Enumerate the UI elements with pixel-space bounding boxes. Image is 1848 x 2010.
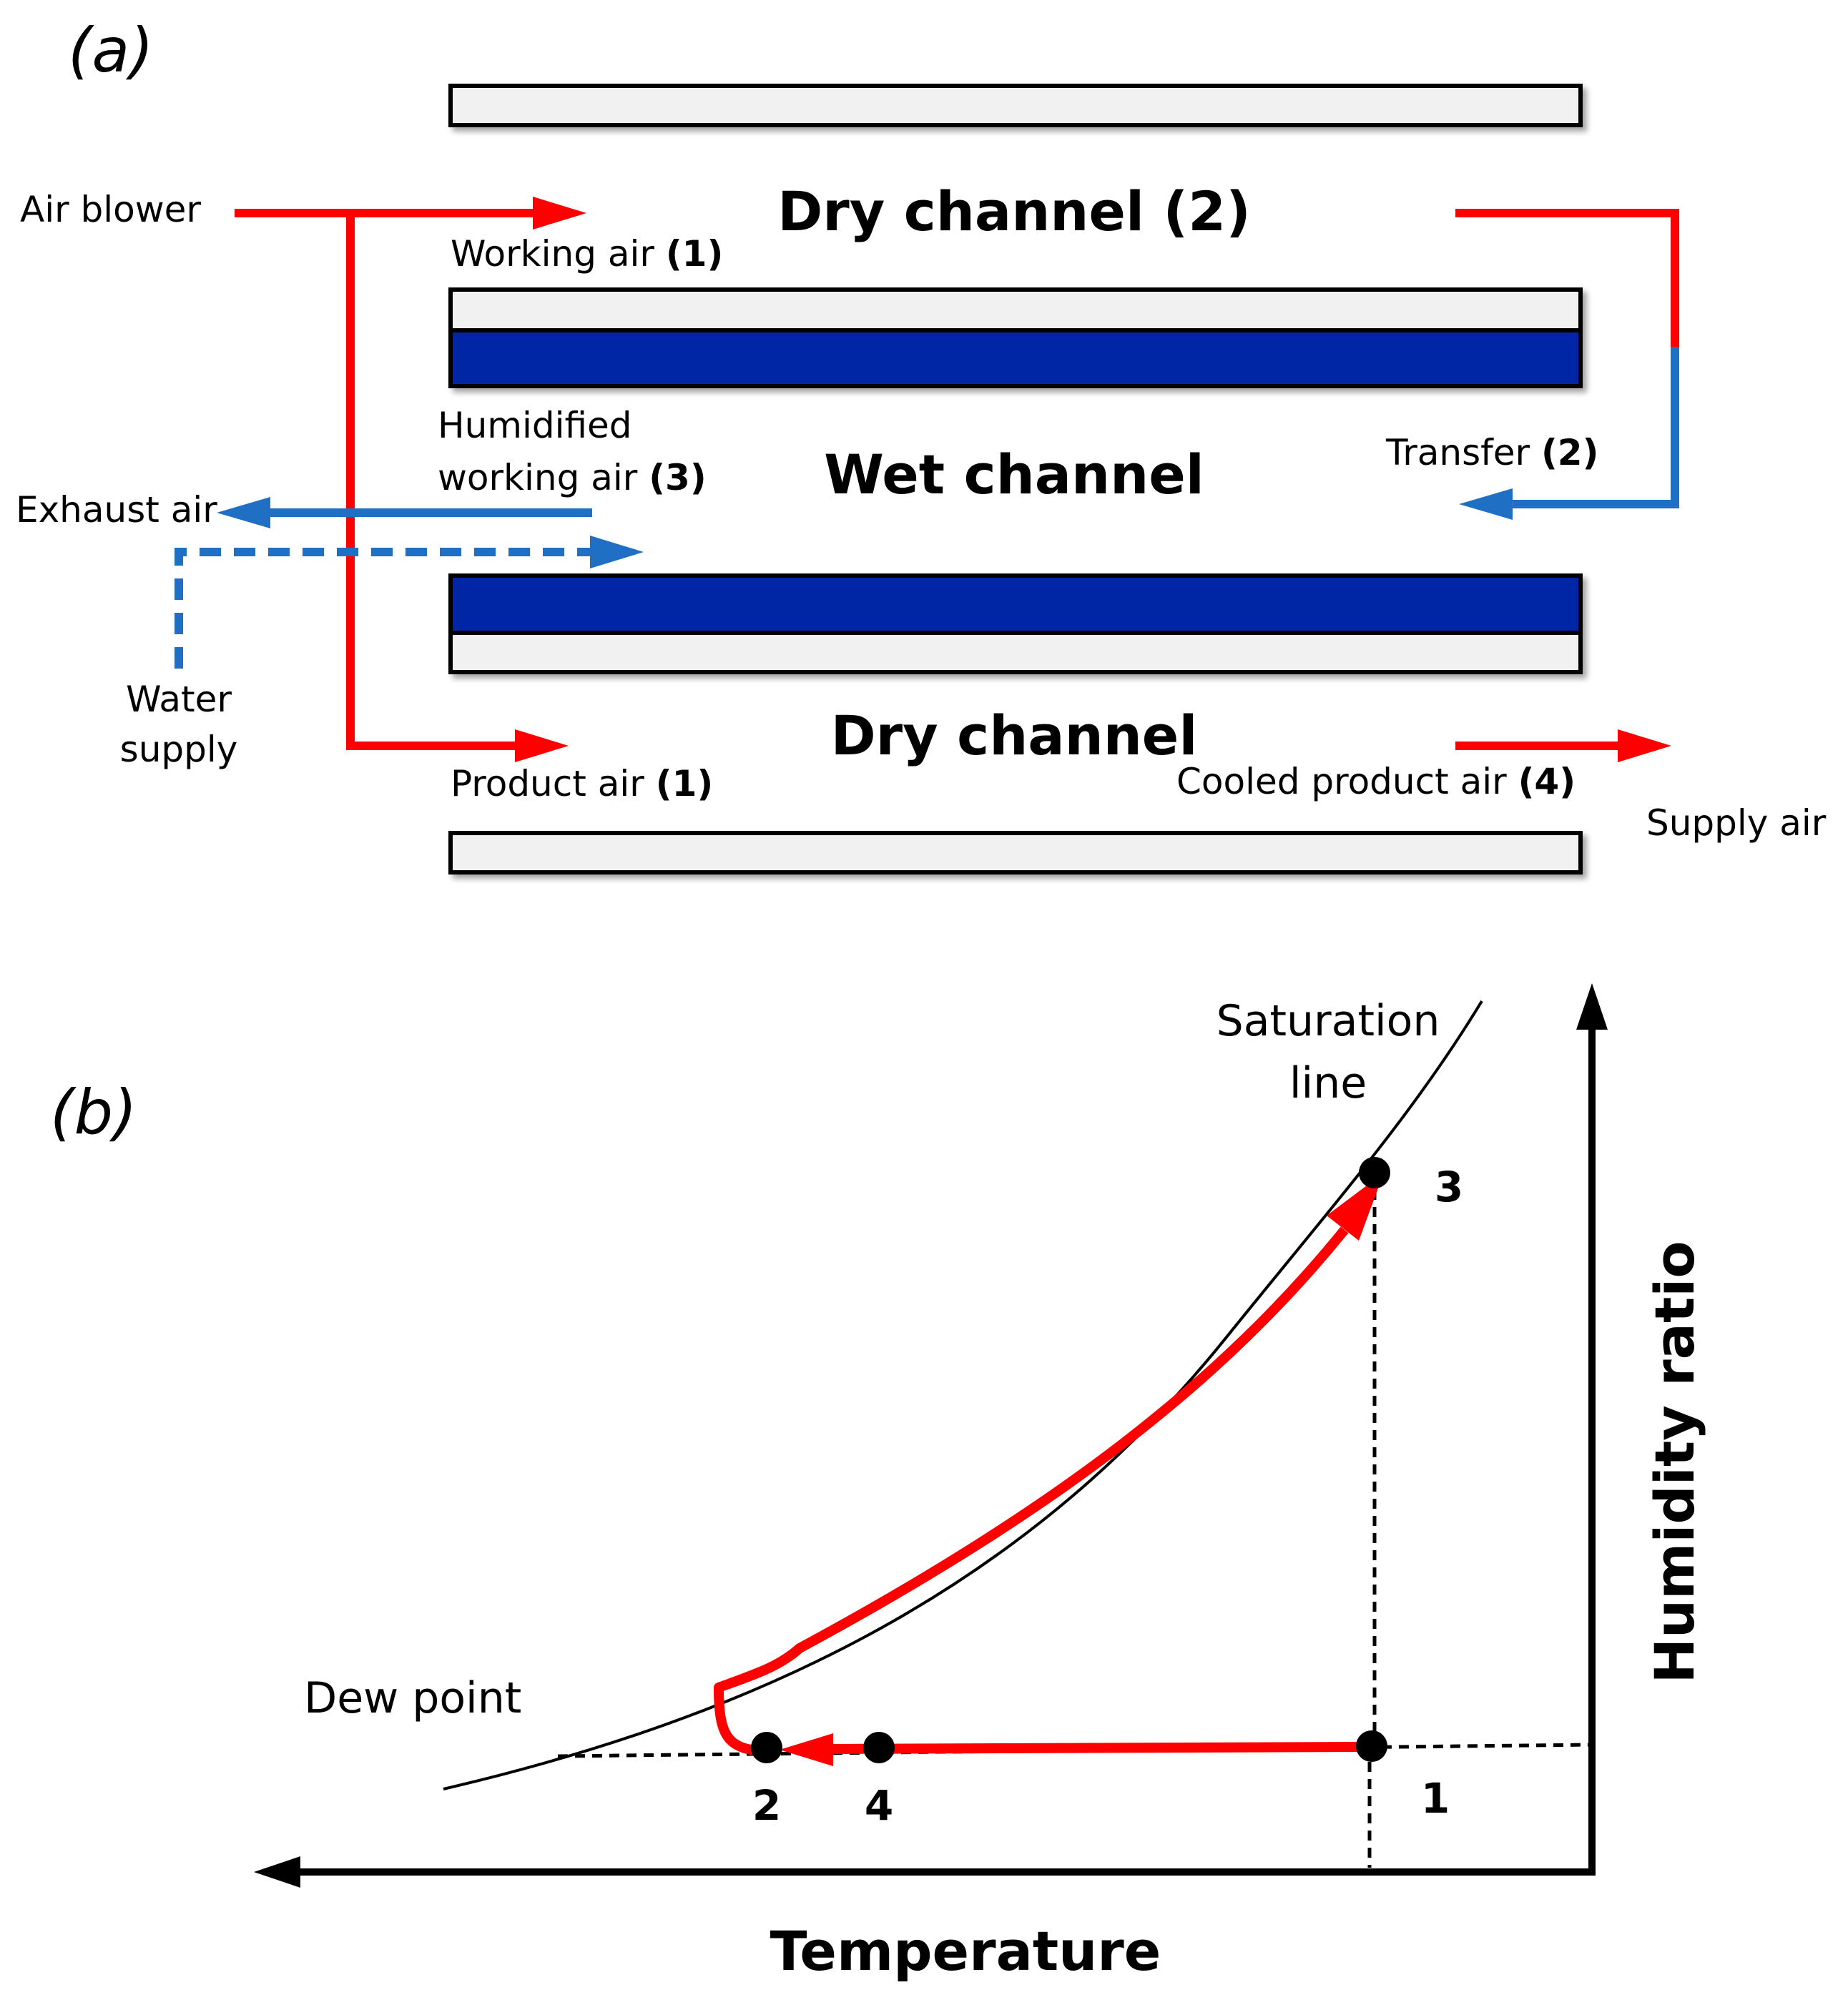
humidified-label-line2: working air (3) [438, 457, 707, 498]
guide-lines [557, 1173, 1593, 1868]
bottom-plate [448, 831, 1583, 875]
transfer-label: Transfer (2) [1385, 432, 1598, 473]
working-air-label: Working air (1) [451, 233, 723, 275]
point-1 [1356, 1730, 1387, 1762]
dew-point-label: Dew point [304, 1673, 521, 1723]
supply-air-flow [1455, 729, 1671, 762]
dry-channel-bottom-title: Dry channel [831, 704, 1198, 767]
saturation-curve [443, 1000, 1483, 1790]
humidified-label-line1: Humidified [438, 405, 632, 446]
point-label-2: 2 [752, 1781, 781, 1830]
upper-channel-wall [448, 287, 1583, 388]
panel-a-label: (a) [68, 15, 154, 87]
water-supply-label-line1: Water [126, 679, 232, 720]
wet-channel-title: Wet channel [824, 443, 1204, 506]
saturation-line-label-line2: line [1289, 1058, 1367, 1108]
process-path-cooling [780, 1733, 1372, 1766]
lower-channel-wall [448, 573, 1583, 674]
supply-air-label: Supply air [1646, 802, 1827, 844]
point-label-4: 4 [865, 1781, 893, 1830]
point-2 [751, 1732, 782, 1763]
process-path-humidification [714, 1173, 1384, 1756]
exhaust-air-label: Exhaust air [16, 489, 217, 531]
exhaust-air-flow [217, 497, 592, 528]
point-label-3: 3 [1435, 1163, 1463, 1211]
panel-b-label: (b) [50, 1077, 137, 1148]
dry-channel-top-title: Dry channel (2) [777, 179, 1251, 243]
top-plate [448, 84, 1583, 127]
state-points [751, 1157, 1390, 1763]
saturation-line-label-line1: Saturation [1217, 996, 1440, 1046]
product-air-label: Product air (1) [451, 763, 713, 804]
water-supply-label-line2: supply [120, 729, 238, 770]
water-supply-flow [175, 536, 644, 669]
point-label-1: 1 [1421, 1774, 1450, 1823]
point-3 [1359, 1157, 1390, 1188]
point-4 [863, 1732, 895, 1763]
air-blower-label: Air blower [20, 189, 201, 230]
y-axis-label: Humidity ratio [1643, 1241, 1706, 1683]
air-blower-flow [235, 197, 586, 762]
x-axis-label: Temperature [770, 1919, 1161, 1983]
transfer-flow [1455, 209, 1679, 520]
cooled-product-air-label: Cooled product air (4) [1176, 761, 1576, 802]
axes [254, 983, 1608, 1888]
